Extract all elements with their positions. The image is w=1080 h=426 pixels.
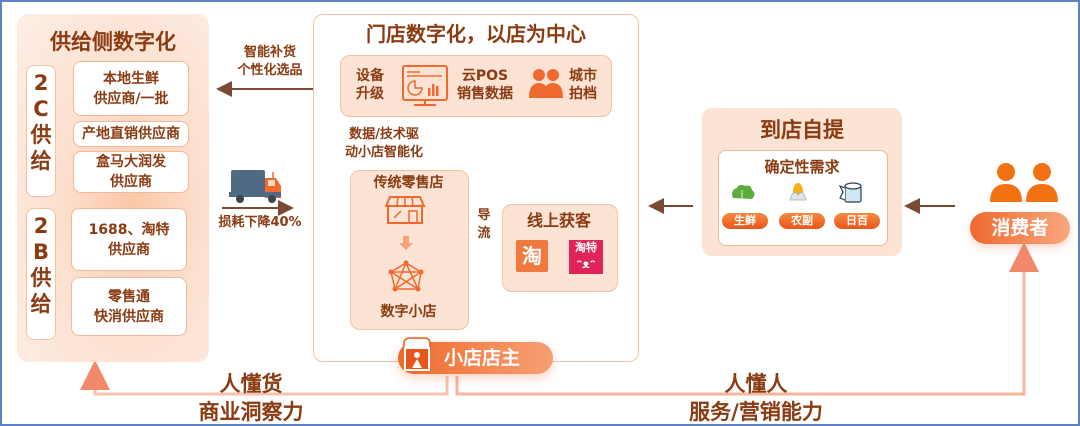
tag-char: 供 <box>30 266 52 290</box>
feedback-line-left <box>80 360 449 396</box>
supplier-line: 盒马大润发 <box>96 154 166 170</box>
supplier-line: 供应商 <box>108 241 150 258</box>
replenish-label: 智能补货 个性化选品 <box>228 44 312 80</box>
supplier-line: 本地生鲜 <box>103 70 159 87</box>
guide-flow-label: 导 流 <box>474 207 494 243</box>
store-digitization-title: 门店数字化，以店为中心 <box>366 22 586 46</box>
certain-demand-label: 确定性需求 <box>764 158 840 176</box>
label-line: 拍档 <box>569 86 597 102</box>
tag-char: 2 <box>33 214 49 238</box>
rabbit-icon: ᵔᴥᵔ <box>576 257 596 271</box>
label-line: 设备 <box>356 68 384 84</box>
label-line: 个性化选品 <box>237 63 303 78</box>
tag-2c-supply: 2 C 供 给 <box>26 65 56 197</box>
shop-owner-icon <box>402 336 432 374</box>
label-line: 动小店智能化 <box>344 145 423 160</box>
people-know-goods: 人懂货 商业洞察力 <box>186 370 316 426</box>
supplier-line: 产地直销供应商 <box>82 126 180 142</box>
taote-logo-text: 淘特 <box>575 241 597 254</box>
label-line: 销售数据 <box>457 86 513 102</box>
caption-line: 人懂货 <box>219 372 283 396</box>
tag-char: C <box>33 97 49 121</box>
consumer-badge: 消费者 <box>970 212 1070 244</box>
tag-char: B <box>32 240 49 264</box>
supply-side-title: 供给侧数字化 <box>50 30 176 54</box>
taobao-logo: 淘 <box>516 240 548 272</box>
data-drive-label: 数据/技术驱 动小店智能化 <box>334 126 434 162</box>
supplier-1688-taote: 1688、淘特 供应商 <box>71 208 187 271</box>
feedback-line-right <box>455 242 1039 396</box>
people-know-people: 人懂人 服务/营销能力 <box>676 370 836 426</box>
supplier-origin-direct: 产地直销供应商 <box>73 121 189 147</box>
supplier-line: 零售通 <box>108 288 150 305</box>
traditional-store-label: 传统零售店 <box>373 175 444 191</box>
category-daily-goods: 日百 <box>834 213 880 229</box>
category-fresh: 生鲜 <box>722 213 768 229</box>
supplier-line: 快消供应商 <box>94 308 164 325</box>
equipment-upgrade-label: 设备 升级 <box>350 67 390 103</box>
caption-line: 商业洞察力 <box>198 400 304 424</box>
tag-char: 给 <box>30 149 52 173</box>
caption-line: 人懂人 <box>724 372 788 396</box>
city-partner-label: 城市 拍档 <box>566 67 600 103</box>
digital-store-label: 数字小店 <box>380 304 437 320</box>
supplier-lingshoutong: 零售通 快消供应商 <box>71 277 187 336</box>
in-store-pickup-title: 到店自提 <box>760 118 844 142</box>
label-line: 智能补货 <box>243 45 296 60</box>
label-line: 数据/技术驱 <box>349 127 419 142</box>
tag-char: 2 <box>33 71 49 95</box>
label-line: 流 <box>477 226 491 241</box>
supplier-line: 1688、淘特 <box>88 221 170 238</box>
tag-2b-supply: 2 B 供 给 <box>26 208 56 340</box>
supplier-line: 供应商 <box>110 174 152 190</box>
store-owner-label: 小店店主 <box>444 347 521 369</box>
tag-char: 供 <box>30 123 52 147</box>
label-line: 升级 <box>356 86 384 102</box>
tag-char: 给 <box>30 292 52 316</box>
label-line: 城市 <box>569 68 597 84</box>
cloud-pos-label: 云POS 销售数据 <box>452 67 518 103</box>
supplier-hema-rt: 盒马大润发 供应商 <box>73 151 189 193</box>
loss-reduction-label: 损耗下降40% <box>218 215 302 230</box>
supplier-local-fresh: 本地生鲜 供应商/一批 <box>73 61 189 116</box>
caption-line: 服务/营销能力 <box>689 400 823 424</box>
label-line: 云POS <box>461 68 509 84</box>
category-agricultural: 农副 <box>779 213 825 229</box>
supplier-line: 供应商/一批 <box>93 90 169 107</box>
equipment-upgrade-box <box>340 55 612 117</box>
online-acquisition-label: 线上获客 <box>526 211 591 230</box>
label-line: 导 <box>477 208 491 223</box>
taote-logo: 淘特 ᵔᴥᵔ <box>569 240 603 274</box>
store-owner-badge: 小店店主 <box>398 337 553 374</box>
